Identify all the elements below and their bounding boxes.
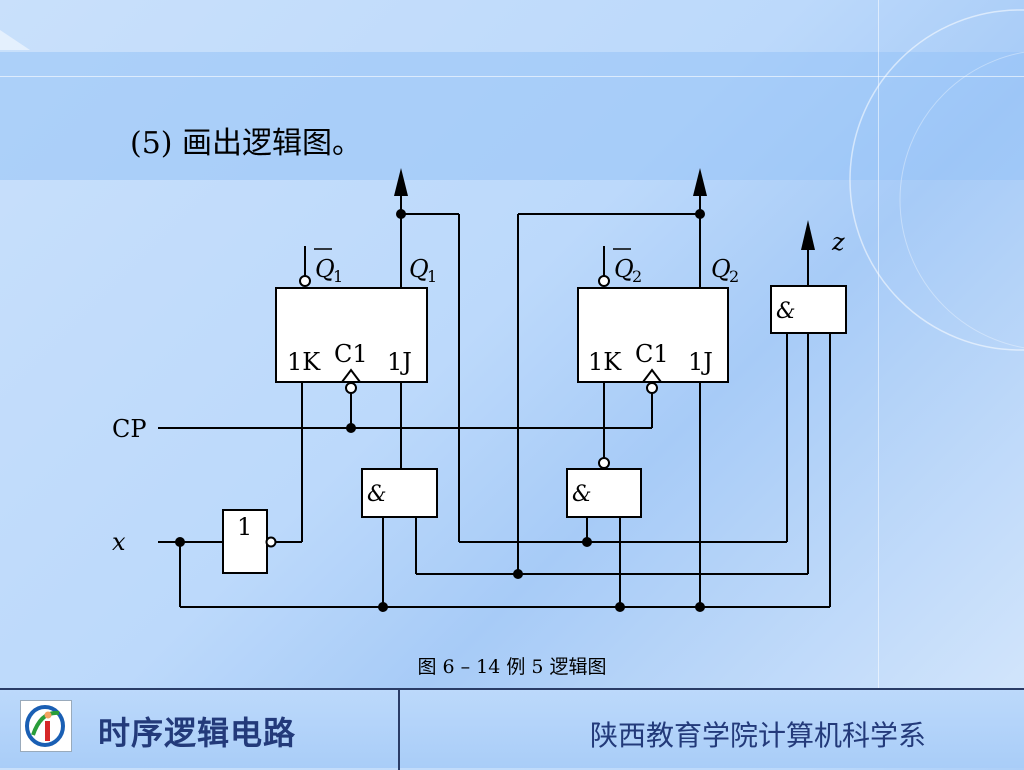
school-logo-icon — [20, 700, 72, 752]
ff2-qbar-label: Q — [614, 255, 634, 283]
input-x-label: x — [112, 528, 126, 556]
q2-output-arrow — [693, 168, 707, 196]
ff1-c-label: C1 — [334, 340, 368, 368]
not-gate-symbol: 1 — [237, 513, 252, 541]
ff2-q-label: Q — [711, 255, 731, 283]
nand-gate-b-symbol: & — [572, 482, 592, 507]
and-gate-a-symbol: & — [367, 482, 387, 507]
ff2-c-label: C1 — [635, 340, 669, 368]
slide-heading: (5) 画出逻辑图。 — [130, 126, 363, 161]
logic-diagram: Q 1 Q 1 1K C1 1J Q 2 Q 2 1K C1 1J — [112, 168, 847, 612]
header-band — [0, 52, 1024, 180]
wires — [158, 213, 831, 608]
not-gate: 1 — [222, 509, 277, 574]
ff1-j-label: 1J — [387, 348, 412, 376]
z-output-arrow — [801, 220, 815, 250]
ff1-k-label: 1K — [287, 348, 321, 376]
ff2-qbar-sub: 2 — [632, 267, 642, 286]
and-gate-output: & — [770, 285, 847, 334]
footer-course-title: 时序逻辑电路 — [98, 714, 297, 752]
ff1-qbar-sub: 1 — [333, 267, 343, 286]
flip-flop-2: Q 2 Q 2 1K C1 1J — [577, 196, 739, 394]
ff2-q-sub: 2 — [729, 267, 739, 286]
q1-output-arrow — [394, 168, 408, 196]
input-cp-label: CP — [112, 415, 147, 443]
ff2-k-label: 1K — [588, 348, 622, 376]
and-gate-output-symbol: & — [776, 299, 796, 324]
footer-divider — [398, 690, 400, 770]
footer-bar: 时序逻辑电路 陕西教育学院计算机科学系 — [0, 688, 1024, 770]
decor-vertical-line — [878, 0, 879, 690]
ff1-qbar-label: Q — [315, 255, 335, 283]
output-z-label: z — [831, 228, 845, 256]
footer-department: 陕西教育学院计算机科学系 — [589, 719, 926, 752]
ff1-q-label: Q — [409, 255, 429, 283]
ff2-j-label: 1J — [688, 348, 713, 376]
ff1-q-sub: 1 — [427, 267, 437, 286]
junction-dots — [175, 209, 705, 612]
header-line — [0, 76, 1024, 77]
nand-gate-b: & — [566, 457, 642, 518]
flip-flop-1: Q 1 Q 1 1K C1 1J — [275, 196, 437, 394]
and-gate-a: & — [361, 468, 438, 518]
figure-caption: 图 6 – 14 例 5 逻辑图 — [417, 656, 607, 678]
